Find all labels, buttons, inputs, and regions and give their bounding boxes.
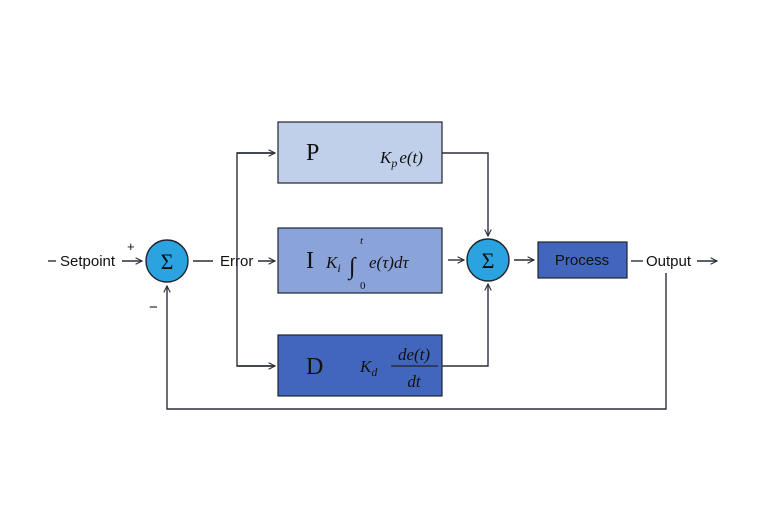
- d-numerator: de(t): [398, 345, 430, 364]
- plus-sign: +: [127, 239, 135, 254]
- feedback-path: [167, 273, 667, 410]
- d-to-sum-arrow: [442, 284, 488, 367]
- integral-lower: 0: [360, 280, 366, 292]
- integral-upper: t: [360, 235, 364, 247]
- p-block: [277, 121, 443, 184]
- setpoint-label: Setpoint: [60, 253, 116, 270]
- i-letter: I: [306, 248, 314, 274]
- sum-junction-left: [145, 239, 189, 283]
- integral-sign: ∫: [347, 254, 357, 281]
- sum-junction-right: [466, 238, 510, 282]
- d-k: Kd: [359, 357, 378, 379]
- sum-symbol-right: Σ: [482, 248, 495, 273]
- p-letter: P: [306, 140, 319, 166]
- minus-sign: −: [149, 299, 158, 316]
- p-to-sum-arrow: [442, 152, 488, 236]
- d-letter: D: [306, 354, 323, 380]
- d-denominator: dt: [407, 372, 422, 391]
- process-block: [537, 241, 628, 279]
- sum-symbol-left: Σ: [161, 249, 174, 274]
- i-block: [277, 227, 443, 294]
- process-label: Process: [555, 252, 609, 269]
- i-formula: Ki: [325, 253, 341, 275]
- i-expr: e(τ)dτ: [369, 253, 409, 272]
- output-label: Output: [646, 253, 692, 270]
